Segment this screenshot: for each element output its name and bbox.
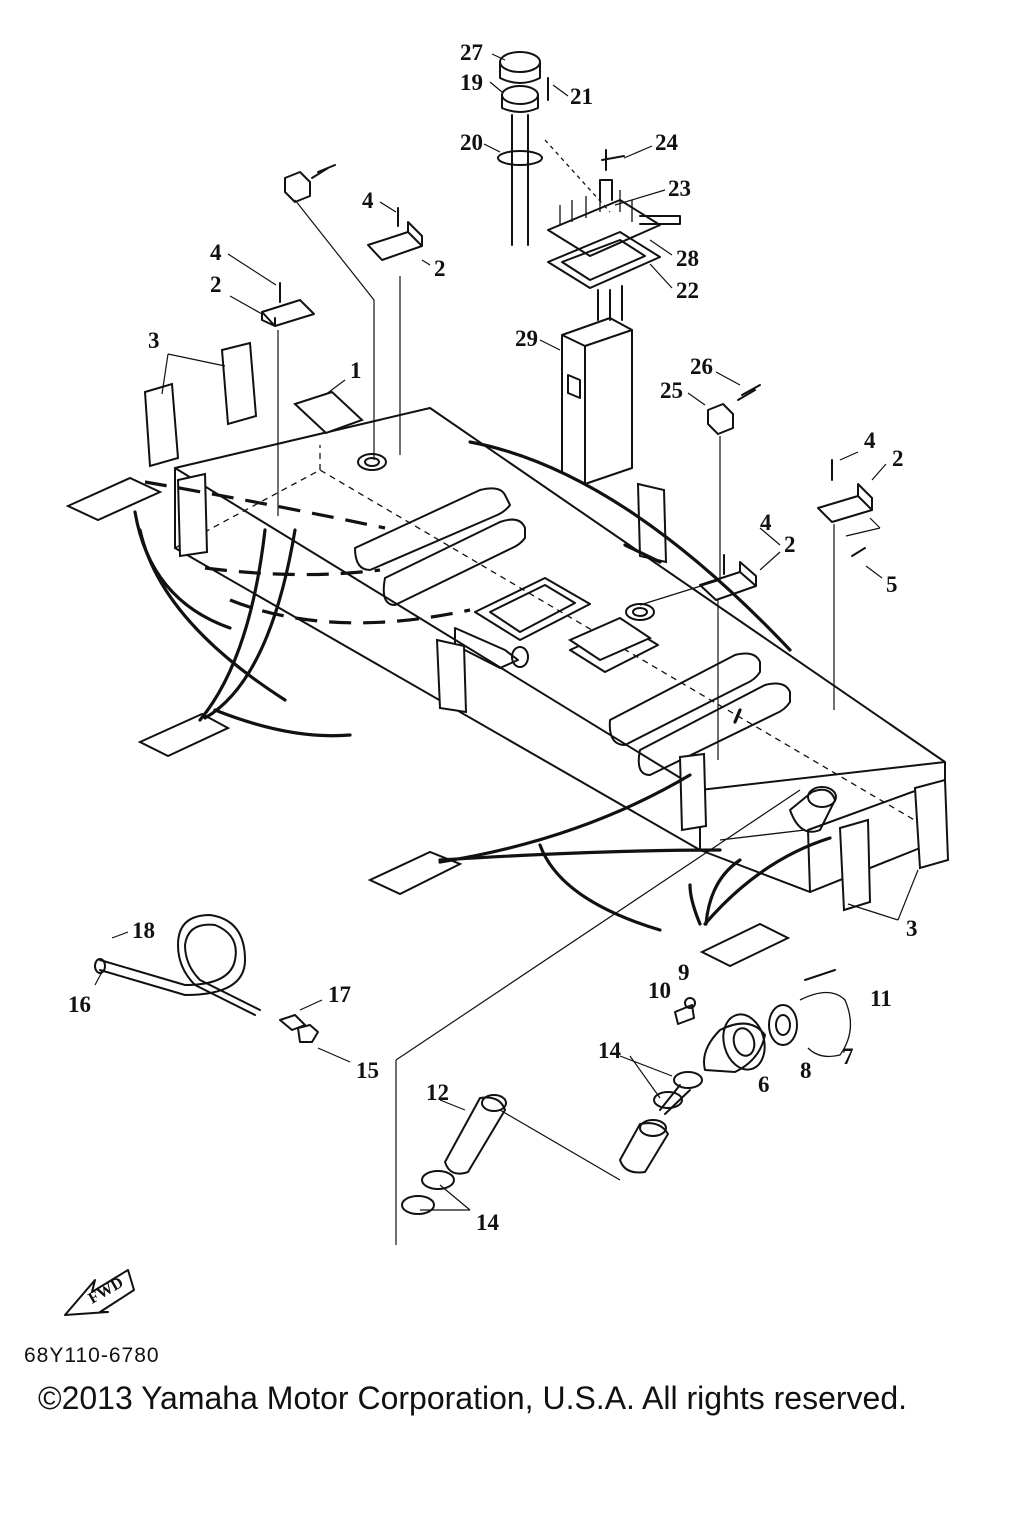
callout-3-top: 3 xyxy=(148,328,160,353)
callout-7: 7 xyxy=(842,1044,854,1069)
callout-14-bottom: 14 xyxy=(476,1210,500,1235)
callout-9: 9 xyxy=(678,960,690,985)
rubber-pads xyxy=(65,341,950,968)
callout-2-center: 2 xyxy=(434,256,446,281)
callout-10: 10 xyxy=(648,978,671,1003)
callout-17: 17 xyxy=(328,982,351,1007)
callout-4-center: 4 xyxy=(362,188,374,213)
elbow-fittings xyxy=(284,164,761,435)
callout-28: 28 xyxy=(676,246,699,271)
callout-numbers: 27 19 21 20 24 23 28 22 29 26 25 1 3 4 2… xyxy=(68,40,918,1235)
assembly-arrows xyxy=(133,440,832,932)
callout-19: 19 xyxy=(460,70,483,95)
callout-5: 5 xyxy=(886,572,898,597)
callout-11: 11 xyxy=(870,986,892,1011)
leader-lines xyxy=(161,53,919,1245)
fwd-label: FWD xyxy=(86,1274,127,1307)
callout-25: 25 xyxy=(660,378,683,403)
callout-4-right: 4 xyxy=(864,428,876,453)
callout-20: 20 xyxy=(460,130,483,155)
fwd-arrow-icon: FWD xyxy=(64,1269,135,1316)
callout-16: 16 xyxy=(68,992,91,1017)
callout-4-left: 4 xyxy=(210,240,222,265)
callout-8: 8 xyxy=(800,1058,812,1083)
callout-2-mid: 2 xyxy=(784,532,796,557)
fuel-sender-assembly xyxy=(497,51,681,485)
callout-2-right: 2 xyxy=(892,446,904,471)
callout-12: 12 xyxy=(426,1080,449,1105)
callout-22: 22 xyxy=(676,278,699,303)
tank-brackets xyxy=(261,221,873,601)
callout-24: 24 xyxy=(655,130,679,155)
diagram-part-code: 68Y110-6780 xyxy=(24,1344,160,1367)
callout-21: 21 xyxy=(570,84,593,109)
callout-3-bottom: 3 xyxy=(906,916,918,941)
filler-neck-assembly xyxy=(674,969,852,1073)
fuel-tank xyxy=(174,407,946,893)
callout-15: 15 xyxy=(356,1058,379,1083)
callout-27: 27 xyxy=(460,40,483,65)
callout-1: 1 xyxy=(350,358,362,383)
callout-4-mid: 4 xyxy=(760,510,772,535)
callout-14-top: 14 xyxy=(598,1038,622,1063)
callout-23: 23 xyxy=(668,176,691,201)
callout-29: 29 xyxy=(515,326,538,351)
callout-6: 6 xyxy=(758,1072,770,1097)
bolts xyxy=(279,207,866,575)
copyright-notice: ©2013 Yamaha Motor Corporation, U.S.A. A… xyxy=(38,1380,908,1416)
callout-18: 18 xyxy=(132,918,155,943)
hose-and-clamps xyxy=(401,1055,703,1215)
callout-2-left: 2 xyxy=(210,272,222,297)
vent-tube xyxy=(94,914,351,1063)
callout-26: 26 xyxy=(690,354,713,379)
